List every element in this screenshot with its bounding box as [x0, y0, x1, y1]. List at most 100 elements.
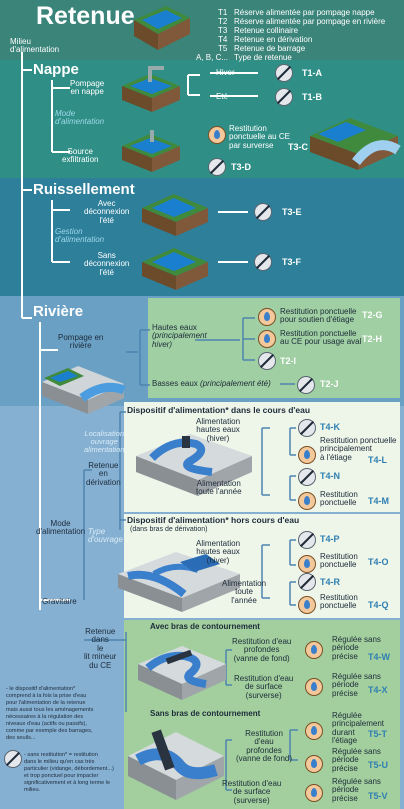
code-t4n: T4-N [320, 471, 340, 481]
alim-hautes-label: Alimentation hautes eaux (hiver) [196, 417, 241, 443]
legend-text: Retenue de barrage [234, 44, 306, 53]
pond-avec-deconnexion [142, 194, 208, 236]
basses-eaux-sub: (principalement été) [200, 379, 271, 388]
code-t2g: T2-G [362, 310, 383, 320]
legend-text: Type de retenue [234, 53, 292, 62]
r-surface2-label: Restitution d'eau de surface (surverse) [222, 779, 282, 805]
restitution-icon [208, 126, 226, 144]
hautes-eaux-sub: (principalement hiver) [152, 331, 207, 349]
pond-sans-deconnexion [142, 248, 208, 290]
r-etiage-label: Restitution ponctuelle principalement à … [320, 436, 397, 462]
restitution-icon [298, 596, 316, 614]
no-restitution-icon [208, 158, 226, 176]
legend-code: T3 [218, 26, 228, 35]
restitution-icon [305, 641, 323, 659]
restitution-icon [298, 492, 316, 510]
r-ponct-label: Restitution ponctuelle [320, 490, 358, 508]
pompage-riviere-label: Pompage en rivière [58, 333, 104, 351]
restitution-icon [305, 678, 323, 696]
legend-code: A, B, C... [196, 53, 229, 62]
pond-t3c [310, 118, 401, 170]
riviere-title: Rivière [33, 303, 84, 320]
gravitaire-label: Gravitaire [42, 597, 77, 606]
code-t3e: T3-E [282, 207, 302, 217]
r-soutien-label: Restitution ponctuelle pour soutien d'ét… [280, 307, 357, 325]
legend-code: T5 [218, 44, 228, 53]
restitution-icon [258, 330, 276, 348]
no-restitution-icon [298, 531, 316, 549]
legend-code: T1 [218, 8, 228, 17]
code-t3c: T3-C [288, 142, 308, 152]
code-t5u: T5-U [368, 760, 388, 770]
alim-toute-label: Alimentation toute l'année [196, 479, 242, 497]
nappe-title: Nappe [33, 61, 79, 78]
reg1-label: Régulée sans période précise [332, 635, 381, 661]
pond-derivation-hors [118, 552, 240, 612]
ruissellement-title: Ruissellement [33, 181, 135, 198]
code-t4x: T4-X [368, 685, 388, 695]
retenue-derivation-label: Retenue en dérivation [86, 461, 121, 487]
page-title: Retenue [36, 2, 135, 30]
retenue-lit-label: Retenue dans le lit mineur du CE [84, 627, 117, 670]
code-t3f: T3-F [282, 257, 301, 267]
reg4-label: Régulée sans période précise [332, 747, 381, 773]
no-restitution-icon [298, 573, 316, 591]
code-t4o: T4-O [368, 557, 389, 567]
legend: T1 Réserve alimentée par pompage nappe T2… [196, 2, 404, 62]
legend-code: T2 [218, 17, 228, 26]
nappe-mode-label: Mode d'alimentation [55, 109, 105, 127]
nappe-source-label: Source exfiltration [62, 147, 99, 165]
ete-label: Eté [216, 92, 229, 101]
r-surface-label: Restitution d'eau de surface (surverse) [234, 674, 294, 700]
legend-text: Réserve alimentée par pompage nappe [234, 8, 375, 17]
code-t2i: T2-I [280, 356, 297, 366]
note-dispositif: - le dispositif d'alimentation* comprend… [6, 686, 94, 741]
localisation-label: Localisation ouvrage alimentation [84, 429, 125, 454]
note-sans-restitution: - sans restitution* = restitution dans l… [24, 752, 114, 793]
avec-deconnexion-label: Avec déconnexion l'été [84, 199, 130, 225]
no-restitution-icon [275, 88, 293, 106]
restitution-icon [298, 555, 316, 573]
no-restitution-icon [254, 253, 272, 271]
pond-pompage-riviere [42, 366, 126, 414]
code-t4k: T4-K [320, 422, 340, 432]
restitution-surverse-label: Restitution ponctuelle au CE par survers… [229, 124, 290, 150]
hautes-eaux-label: Hautes eaux(principalement hiver) [152, 323, 207, 349]
no-restitution-icon [258, 352, 276, 370]
hautes-eaux-text: Hautes eaux [152, 323, 197, 332]
code-t1b: T1-B [302, 92, 322, 102]
code-t4q: T4-Q [368, 600, 389, 610]
legend-text: Retenue en dérivation [234, 35, 313, 44]
milieu-label: Milieu d'alimentation [10, 37, 60, 55]
restitution-icon [305, 755, 323, 773]
legend-code: T4 [218, 35, 228, 44]
header-band [0, 0, 404, 60]
dispositif-hors-title: Dispositif d'alimentation* hors cours d'… [127, 515, 300, 525]
no-restitution-icon [298, 419, 316, 437]
restitution-icon [258, 308, 276, 326]
dispositif-hors-sub: (dans bras de dérivation) [130, 526, 208, 533]
code-t3d: T3-D [231, 162, 251, 172]
code-t2j: T2-J [320, 379, 339, 389]
alim-toute2-label: Alimentation toute l'année [222, 579, 267, 605]
no-restitution-icon [275, 64, 293, 82]
r-profondes2-label: Restitution d'eau profondes (vanne de fo… [236, 729, 293, 764]
legend-text: Réserve alimentée par pompage en rivière [234, 17, 386, 26]
legend-text: Retenue collinaire [234, 26, 299, 35]
reg3-label: Régulée principalement durant l'étiage [332, 711, 385, 746]
reg5-label: Régulée sans période précise [332, 777, 381, 803]
basses-eaux-text: Basses eaux [152, 379, 198, 388]
code-t2h: T2-H [362, 334, 382, 344]
alim-hautes2-label: Alimentation hautes eaux (hiver) [196, 539, 241, 565]
code-t4m: T4-M [368, 496, 389, 506]
reg2-label: Régulée sans période précise [332, 672, 381, 698]
sans-deconnexion-label: Sans déconnexion l'été [84, 251, 130, 277]
r-ponct3-label: Restitution ponctuelle [320, 593, 358, 611]
no-restitution-icon [297, 376, 315, 394]
code-t4l: T4-L [368, 455, 387, 465]
r-aval-label: Restitution ponctuelle au CE pour usage … [280, 329, 362, 347]
code-t5t: T5-T [368, 729, 387, 739]
nappe-pompage-label: Pompage en nappe [70, 79, 105, 97]
code-t5v: T5-V [368, 791, 388, 801]
